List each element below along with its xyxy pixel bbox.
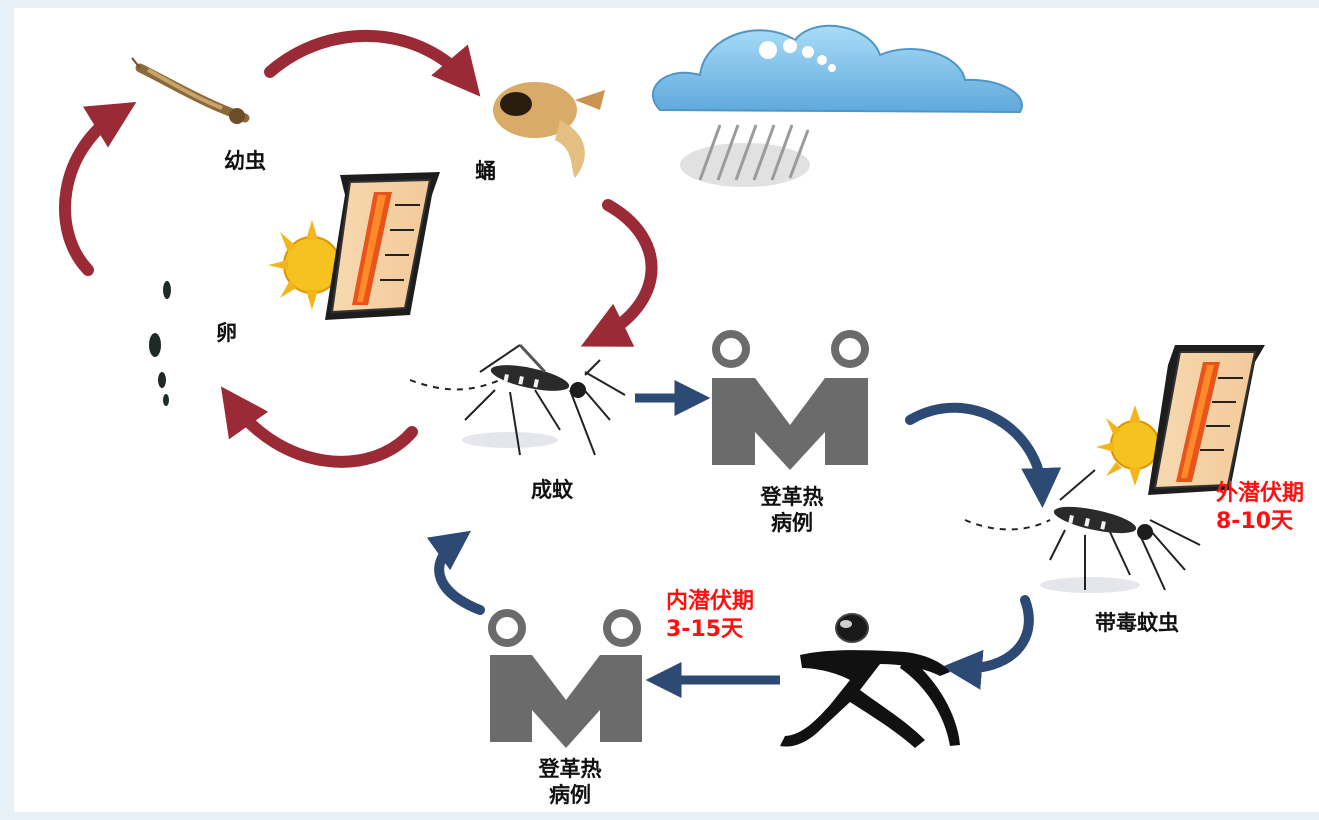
intrinsic-incubation-label: 内潜伏期 3-15天 [666,588,754,643]
thermometer-sun-icon-top [268,172,440,320]
label-pupa: 蛹 [475,159,496,183]
arrow-pupa-to-adult [580,199,658,347]
pupa-icon [493,82,605,178]
lifecycle-arrows [59,30,658,468]
arrow-case-back-to-adult [426,530,485,615]
infected-mosquito-icon [964,469,1201,593]
arrow-adult-to-egg [220,386,418,468]
dengue-case-icon-2 [488,609,642,748]
arrow-case-to-infected-mosquito [905,402,1062,508]
label-egg: 卵 [216,321,237,345]
human-icon [780,613,960,748]
extrinsic-incubation-name: 外潜伏期 [1216,481,1305,506]
extrinsic-incubation-duration: 8-10天 [1216,508,1294,534]
larva-icon [131,57,250,124]
thermometer-sun-icon-right [1096,345,1265,495]
extrinsic-incubation-label: 外潜伏期 8-10天 [1216,480,1304,535]
cloud-rain-icon [651,24,1023,187]
adult-mosquito-icon [409,343,626,456]
label-infected-mosquito: 带毒蚊虫 [1095,611,1179,635]
arrow-egg-to-larva [59,101,137,276]
arrow-infected-mosquito-to-human [942,595,1034,690]
label-dengue-case-1: 登革热 病例 [760,485,824,536]
label-adult-mosquito: 成蚊 [531,478,573,502]
sun-icon [268,220,341,310]
egg-icon [149,281,171,406]
label-dengue-case-2: 登革热 病例 [538,757,602,808]
transmission-arrows [426,380,1062,698]
intrinsic-incubation-name: 内潜伏期 [666,589,755,614]
dengue-case-icon-1 [712,330,869,470]
arrow-larva-to-pupa [264,30,481,97]
intrinsic-incubation-duration: 3-15天 [666,616,744,642]
label-larva: 幼虫 [224,149,266,173]
